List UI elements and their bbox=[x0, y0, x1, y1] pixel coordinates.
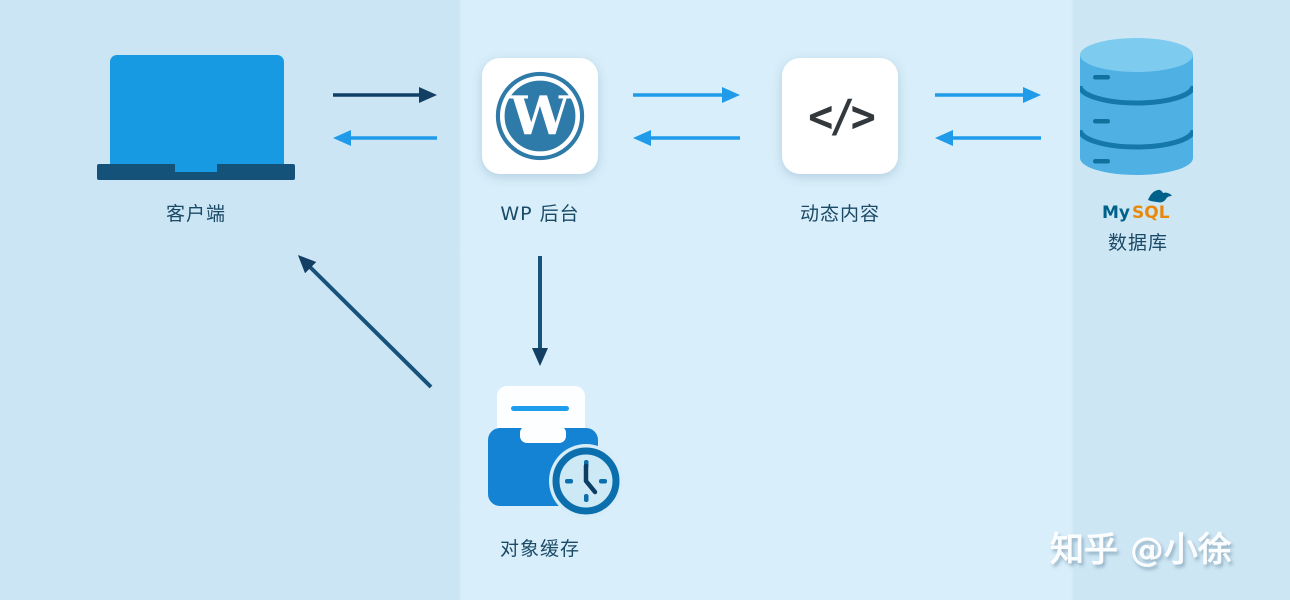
wordpress-icon: W bbox=[495, 71, 585, 161]
mysql-database-icon bbox=[1080, 38, 1193, 175]
watermark-zhihu-author: 知乎 @小徐 bbox=[1050, 530, 1232, 570]
mysql-logo-sql: SQL bbox=[1132, 203, 1170, 223]
cache-folder-notch bbox=[520, 426, 566, 443]
mysql-dolphin-glyph bbox=[1148, 189, 1172, 203]
code-icon: </> bbox=[808, 90, 876, 142]
wordpress-w-glyph: W bbox=[509, 84, 571, 147]
cache-document-line bbox=[511, 406, 569, 411]
laptop-icon bbox=[110, 55, 284, 165]
client-label: 客户端 bbox=[165, 203, 226, 225]
laptop-hinge-notch bbox=[175, 164, 217, 172]
object-cache-icon bbox=[488, 386, 623, 518]
laptop-base bbox=[97, 164, 295, 180]
wp-label: WP 后台 bbox=[500, 203, 580, 225]
cache-label: 对象缓存 bbox=[499, 538, 580, 560]
wp-card: W bbox=[482, 58, 598, 174]
code-card: </> bbox=[782, 58, 898, 174]
arrow-cache-to-client bbox=[297, 255, 433, 389]
mysql-label: 数据库 bbox=[1107, 232, 1168, 254]
dynamic-label: 动态内容 bbox=[799, 203, 880, 225]
mysql-logo-my: My bbox=[1102, 203, 1130, 223]
clock-hands bbox=[583, 463, 598, 495]
mysql-logo: My SQL bbox=[1102, 189, 1172, 223]
